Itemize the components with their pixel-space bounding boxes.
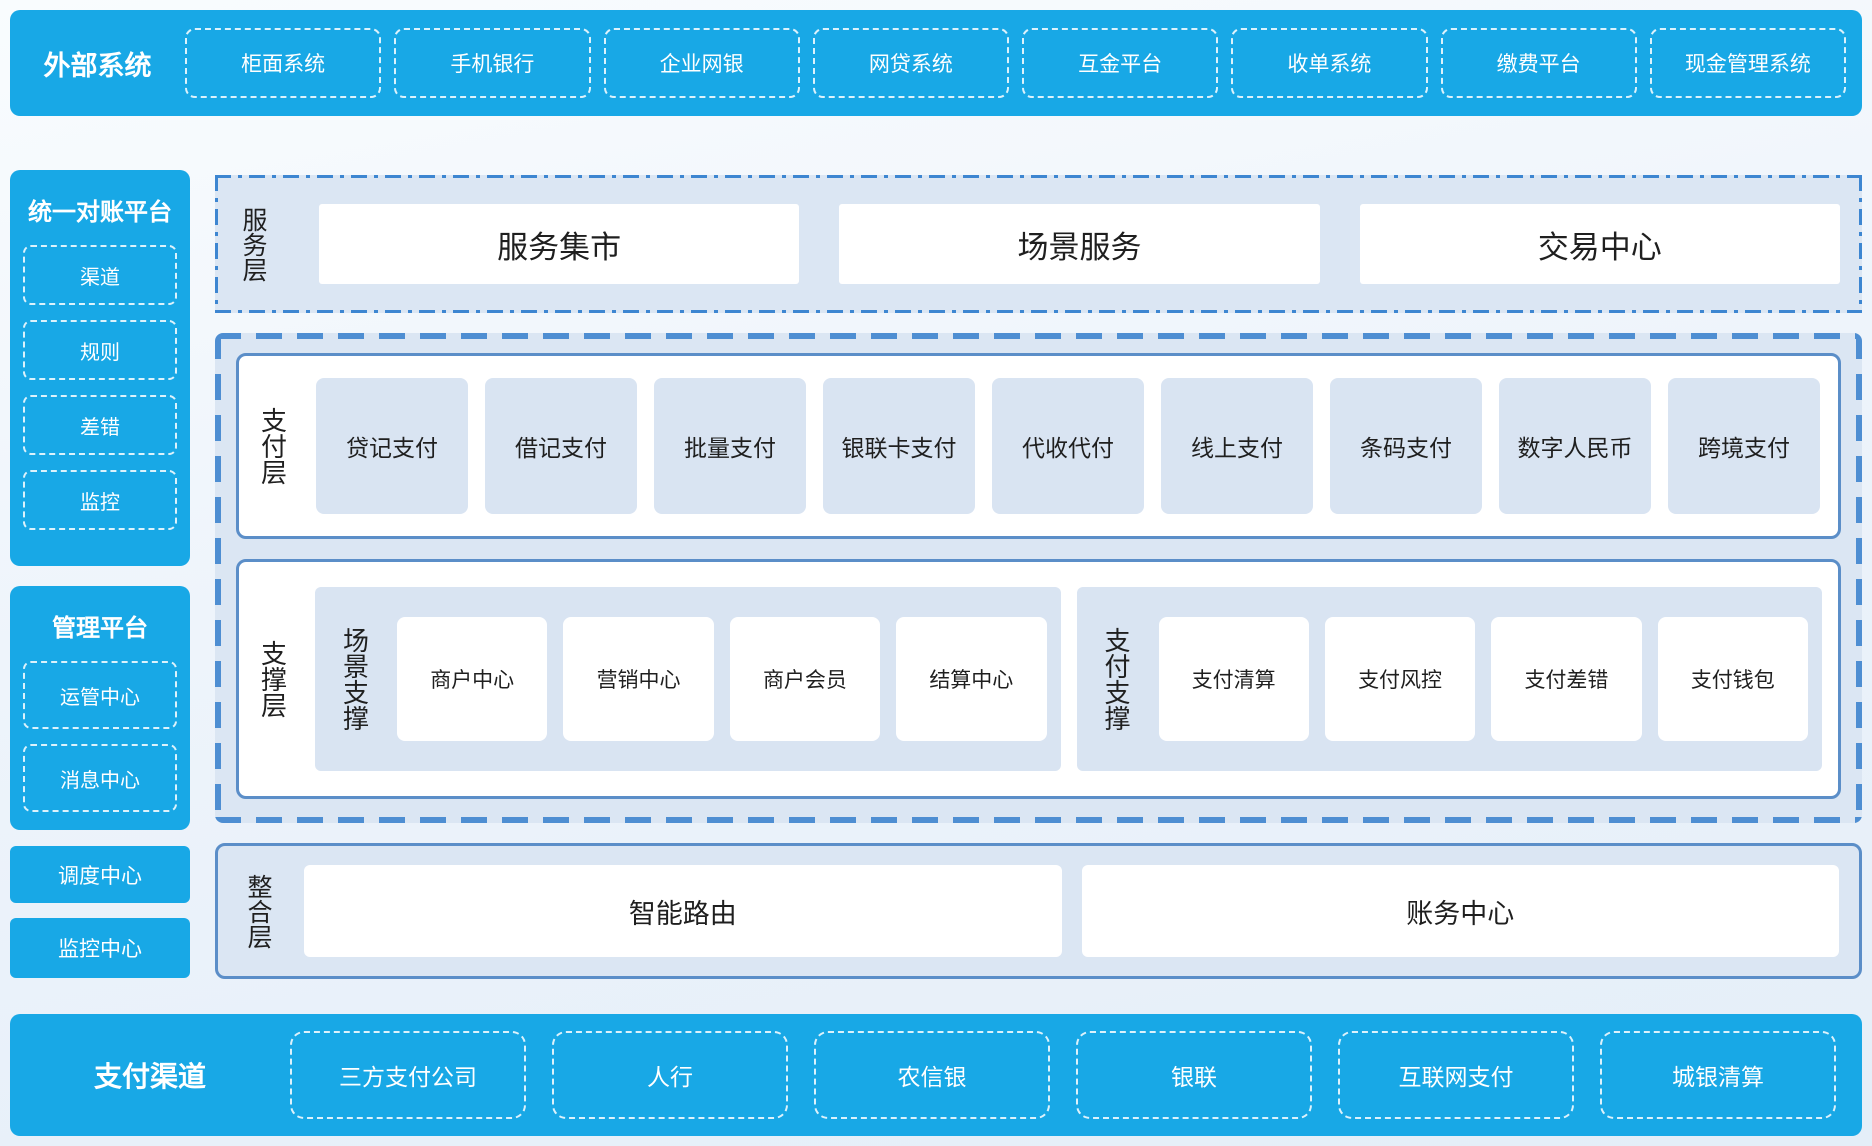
- integration-item: 智能路由: [304, 865, 1062, 957]
- monitoring-center-block: 监控中心: [10, 918, 190, 978]
- external-system-item: 现金管理系统: [1649, 28, 1846, 98]
- external-system-item: 企业网银: [603, 28, 800, 98]
- support-layer: 支撑层 场景支撑 商户中心 营销中心 商户会员 结算中心 支付支撑 支付清算 支…: [236, 559, 1841, 799]
- payment-channel-item: 互联网支付: [1338, 1031, 1574, 1119]
- support-item: 支付清算: [1158, 617, 1309, 741]
- support-layer-label: 支撑层: [257, 640, 288, 718]
- external-systems-bar: 外部系统 柜面系统 手机银行 企业网银 网贷系统 互金平台 收单系统 缴费平台 …: [10, 10, 1862, 116]
- payment-layer: 支付层 贷记支付 借记支付 批量支付 银联卡支付 代收代付 线上支付 条码支付 …: [236, 353, 1841, 539]
- reconciliation-platform-items: 渠道 规则 差错 监控: [23, 245, 177, 530]
- sidebar-item: 消息中心: [23, 744, 177, 812]
- payment-item: 借记支付: [485, 378, 637, 514]
- reconciliation-platform-title: 统一对账平台: [28, 199, 172, 226]
- service-item: 交易中心: [1359, 204, 1840, 284]
- support-item: 结算中心: [896, 617, 1047, 741]
- payment-channel-item: 银联: [1076, 1031, 1312, 1119]
- payment-item: 贷记支付: [316, 378, 468, 514]
- payment-item: 代收代付: [992, 378, 1144, 514]
- payment-item: 银联卡支付: [823, 378, 975, 514]
- dispatch-center-block: 调度中心: [10, 846, 190, 903]
- support-item: 支付差错: [1491, 617, 1642, 741]
- support-item: 商户会员: [729, 617, 881, 741]
- reconciliation-platform-panel: 统一对账平台 渠道 规则 差错 监控: [10, 170, 190, 566]
- payment-channel-item: 城银清算: [1600, 1031, 1836, 1119]
- payment-channel-item: 人行: [552, 1031, 788, 1119]
- payment-item: 跨境支付: [1668, 378, 1820, 514]
- external-systems-title: 外部系统: [43, 50, 152, 81]
- payment-support-label: 支付支撑: [1101, 627, 1131, 731]
- external-system-item: 手机银行: [394, 28, 591, 98]
- payment-channels-title: 支付渠道: [93, 1061, 206, 1092]
- integration-item: 账务中心: [1081, 865, 1839, 957]
- payment-channel-item: 农信银: [814, 1031, 1050, 1119]
- external-systems-items: 柜面系统 手机银行 企业网银 网贷系统 互金平台 收单系统 缴费平台 现金管理系…: [185, 28, 1862, 98]
- payment-item: 数字人民币: [1499, 378, 1651, 514]
- external-system-item: 网贷系统: [812, 28, 1009, 98]
- payment-item: 线上支付: [1161, 378, 1313, 514]
- external-system-item: 柜面系统: [185, 28, 382, 98]
- scene-support-label: 场景支撑: [339, 627, 370, 731]
- sidebar-item: 运管中心: [23, 661, 177, 729]
- support-item: 商户中心: [397, 617, 548, 741]
- management-platform-title: 管理平台: [52, 615, 148, 642]
- sidebar-item: 规则: [23, 320, 177, 380]
- payment-channels-bar: 支付渠道 三方支付公司 人行 农信银 银联 互联网支付 城银清算: [10, 1014, 1862, 1136]
- management-platform-panel: 管理平台 运管中心 消息中心: [10, 586, 190, 830]
- integration-layer: 整合层 智能路由 账务中心: [215, 843, 1862, 979]
- payment-channel-item: 三方支付公司: [290, 1031, 526, 1119]
- sidebar-item: 渠道: [23, 245, 177, 305]
- management-platform-items: 运管中心 消息中心: [23, 661, 177, 812]
- scene-support-group: 场景支撑 商户中心 营销中心 商户会员 结算中心: [315, 587, 1061, 771]
- external-system-item: 收单系统: [1231, 28, 1428, 98]
- payment-channels-items: 三方支付公司 人行 农信银 银联 互联网支付 城银清算: [290, 1031, 1862, 1119]
- service-layer: 服务层 服务集市 场景服务 交易中心: [215, 175, 1862, 313]
- core-layers-container: 支付层 贷记支付 借记支付 批量支付 银联卡支付 代收代付 线上支付 条码支付 …: [215, 333, 1862, 823]
- external-system-item: 缴费平台: [1440, 28, 1637, 98]
- payment-item: 批量支付: [654, 378, 806, 514]
- support-item: 支付钱包: [1657, 617, 1808, 741]
- sidebar-item: 差错: [23, 395, 177, 455]
- service-item: 场景服务: [839, 204, 1320, 284]
- support-item: 营销中心: [563, 617, 714, 741]
- integration-layer-label: 整合层: [244, 873, 272, 949]
- payment-layer-label: 支付层: [257, 407, 288, 485]
- payment-support-group: 支付支撑 支付清算 支付风控 支付差错 支付钱包: [1076, 587, 1822, 771]
- service-layer-label: 服务层: [239, 206, 267, 282]
- payment-item: 条码支付: [1330, 378, 1482, 514]
- support-item: 支付风控: [1324, 617, 1476, 741]
- sidebar-item: 监控: [23, 470, 177, 530]
- service-item: 服务集市: [319, 204, 800, 284]
- external-system-item: 互金平台: [1022, 28, 1219, 98]
